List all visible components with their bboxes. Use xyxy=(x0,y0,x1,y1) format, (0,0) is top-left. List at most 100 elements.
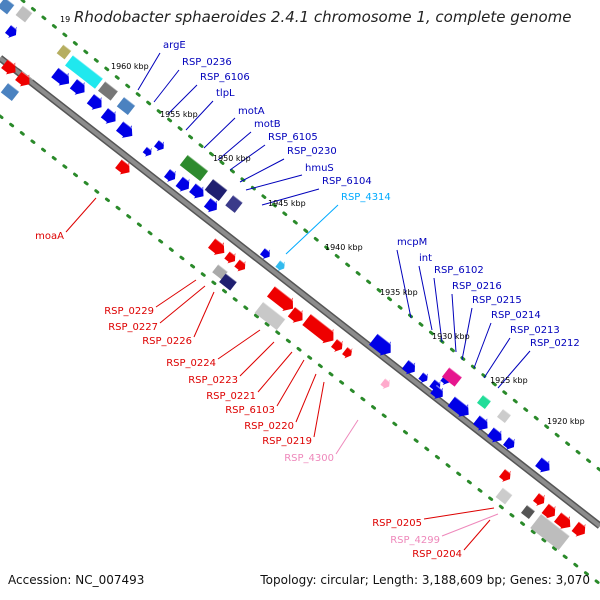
lower-tick-line xyxy=(0,114,600,586)
forward-gene-label: mcpM xyxy=(397,237,427,248)
gene-feature xyxy=(476,394,492,410)
gene-feature xyxy=(1,58,20,75)
reverse-gene-label: RSP_6103 xyxy=(225,405,275,416)
tick-label: 1930 kbp xyxy=(432,332,470,341)
callout-line xyxy=(261,188,320,206)
gene-feature xyxy=(275,259,288,271)
callout-line xyxy=(65,197,97,233)
genome-stats-text: Topology: circular; Length: 3,188,609 bp… xyxy=(260,573,590,587)
forward-gene-label: RSP_0214 xyxy=(491,310,541,321)
callout-line xyxy=(483,337,511,379)
gene-feature xyxy=(115,158,134,175)
callout-line xyxy=(137,52,161,91)
forward-gene-label: RSP_0236 xyxy=(182,57,232,68)
reverse-gene-label: RSP_0227 xyxy=(108,322,158,333)
gene-feature xyxy=(532,492,548,506)
gene-feature xyxy=(65,54,104,89)
gene-feature xyxy=(520,504,536,520)
gene-feature xyxy=(234,258,249,272)
gene-feature xyxy=(15,4,33,23)
reverse-gene-label: RSP_0221 xyxy=(206,391,256,402)
gene-feature xyxy=(208,237,229,255)
gene-feature xyxy=(495,486,513,505)
callout-line xyxy=(257,351,293,393)
gene-feature xyxy=(100,107,120,124)
gene-feature xyxy=(175,175,193,192)
gene-feature xyxy=(224,250,239,264)
forward-gene-label: RSP_6105 xyxy=(268,132,318,143)
tick-label: 19 xyxy=(60,15,70,24)
callout-line xyxy=(396,249,412,319)
gene-feature xyxy=(418,371,431,383)
callout-line xyxy=(335,419,359,455)
gene-feature xyxy=(163,168,179,182)
callout-line xyxy=(418,265,433,331)
chromosome-backbone xyxy=(0,55,600,529)
callout-line xyxy=(276,359,305,407)
gene-feature xyxy=(487,426,506,443)
tick-label: 1945 kbp xyxy=(268,199,306,208)
callout-line xyxy=(217,131,252,161)
callout-line xyxy=(229,144,266,171)
callout-line xyxy=(461,307,473,361)
gene-feature xyxy=(541,502,559,519)
gene-feature xyxy=(530,513,571,551)
gene-feature xyxy=(535,456,554,473)
gene-feature xyxy=(447,395,473,417)
gene-feature xyxy=(56,43,72,60)
reverse-gene-label: RSP_0219 xyxy=(262,436,312,447)
reverse-gene-label: RSP_0224 xyxy=(166,358,216,369)
gene-callouts: argERSP_0236RSP_6106tlpLmotAmotBRSP_6105… xyxy=(35,40,580,560)
accession-text: Accession: NC_007493 xyxy=(8,573,145,587)
gene-feature xyxy=(51,67,74,86)
tick-label: 1940 kbp xyxy=(325,243,363,252)
reverse-gene-label: RSP_0229 xyxy=(104,306,154,317)
reverse-gene-label: RSP_0220 xyxy=(244,421,294,432)
callout-line xyxy=(167,84,198,115)
gene-feature xyxy=(189,182,208,199)
gene-feature xyxy=(0,0,15,15)
callout-line xyxy=(451,293,457,353)
callout-line xyxy=(245,174,303,191)
gene-feature xyxy=(153,139,167,152)
forward-gene-label: RSP_0213 xyxy=(510,325,560,336)
callout-line xyxy=(473,322,492,369)
tick-label: 1950 kbp xyxy=(213,154,251,163)
callout-line xyxy=(217,329,261,360)
gene-feature xyxy=(473,414,492,431)
forward-gene-label: tlpL xyxy=(216,88,235,99)
forward-gene-label: RSP_6106 xyxy=(200,72,250,83)
gene-feature xyxy=(502,436,518,450)
gene-feature xyxy=(330,338,346,352)
tick-dot-lines xyxy=(0,0,600,586)
forward-gene-label: RSP_0212 xyxy=(530,338,580,349)
reverse-gene-label: RSP_4299 xyxy=(390,535,440,546)
gene-feature xyxy=(69,78,89,95)
forward-gene-label: hmuS xyxy=(305,163,334,174)
reverse-gene-label: RSP_0223 xyxy=(188,375,238,386)
gene-feature xyxy=(179,154,209,182)
callout-line xyxy=(159,285,206,324)
gene-feature xyxy=(15,70,34,87)
forward-gene-label: RSP_6102 xyxy=(434,265,484,276)
upper-tick-line xyxy=(20,0,600,472)
callout-line xyxy=(423,507,495,520)
reverse-gene-label: RSP_0204 xyxy=(412,549,462,560)
gene-feature xyxy=(98,80,119,101)
callout-line xyxy=(155,279,197,308)
callout-line xyxy=(193,291,215,338)
backbone-line xyxy=(0,56,600,528)
gene-feature xyxy=(380,377,393,389)
gene-feature xyxy=(142,146,154,157)
forward-gene-label: RSP_0215 xyxy=(472,295,522,306)
gene-feature xyxy=(204,178,228,202)
callout-line xyxy=(313,381,325,438)
gene-feature xyxy=(369,333,396,356)
callout-line xyxy=(295,373,317,423)
callout-line xyxy=(239,158,285,183)
gene-feature xyxy=(116,96,136,116)
gene-feature xyxy=(430,384,447,399)
gene-feature xyxy=(259,247,273,260)
callout-line xyxy=(433,277,443,343)
